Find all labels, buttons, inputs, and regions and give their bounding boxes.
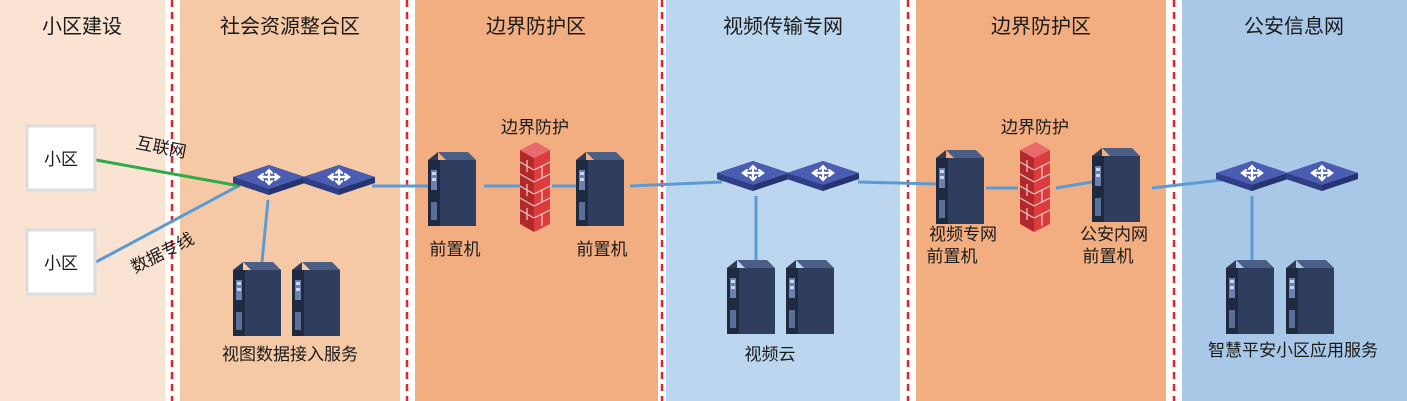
server-icon: [727, 260, 775, 334]
video-cloud-label: 视频云: [745, 345, 796, 365]
zone-title-police-network: 公安信息网: [1244, 14, 1344, 38]
firewall-icon: [1019, 141, 1051, 233]
video-front-label: 前置机: [927, 247, 978, 267]
link-dedicated-line: [95, 183, 241, 264]
police-front-label: 公安内网: [1080, 225, 1148, 245]
police-front-label: 前置机: [1083, 247, 1134, 267]
server-icon: [1286, 260, 1334, 334]
community-label: 小区: [44, 254, 78, 274]
community-label: 小区: [44, 150, 78, 170]
firewall-label: 边界防护: [1001, 118, 1069, 138]
zone-title-social-resource: 社会资源整合区: [220, 14, 360, 38]
zone-bg-police-network: [1182, 0, 1407, 401]
link-internet: [95, 158, 241, 188]
view-data-access-label: 视图数据接入服务: [222, 345, 358, 365]
server-icon: [233, 262, 281, 336]
link-firewall-to-police-front: [1055, 180, 1093, 190]
firewall-icon: [519, 141, 551, 233]
link-switch-to-access-server: [260, 199, 270, 263]
zone-title-community: 小区建设: [42, 14, 122, 38]
link-video-switch-to-front: [857, 180, 937, 186]
smart-app-label: 智慧平安小区应用服务: [1208, 341, 1378, 361]
server-icon: [292, 262, 340, 336]
zone-bg-social-resource: [180, 0, 400, 401]
front-server-label: 前置机: [577, 240, 628, 260]
server-icon: [428, 152, 476, 226]
zone-bg-video-network: [666, 0, 900, 401]
community-box: [25, 124, 97, 192]
server-icon: [576, 152, 624, 226]
server-icon: [936, 150, 984, 224]
zone-bg-community: [0, 0, 165, 401]
firewall-label: 边界防护: [501, 118, 569, 138]
front-server-label: 前置机: [430, 240, 481, 260]
server-icon: [786, 260, 834, 334]
link-police-front-to-switch: [1151, 178, 1223, 190]
zone-title-boundary-1: 边界防护区: [486, 14, 586, 38]
video-front-label: 视频专网: [929, 225, 997, 245]
link-front-to-video-switch: [629, 180, 723, 188]
zone-title-boundary-2: 边界防护区: [991, 14, 1091, 38]
server-icon: [1092, 148, 1140, 222]
server-icon: [1226, 260, 1274, 334]
zone-title-video-network: 视频传输专网: [723, 14, 843, 38]
community-box: [25, 228, 97, 296]
